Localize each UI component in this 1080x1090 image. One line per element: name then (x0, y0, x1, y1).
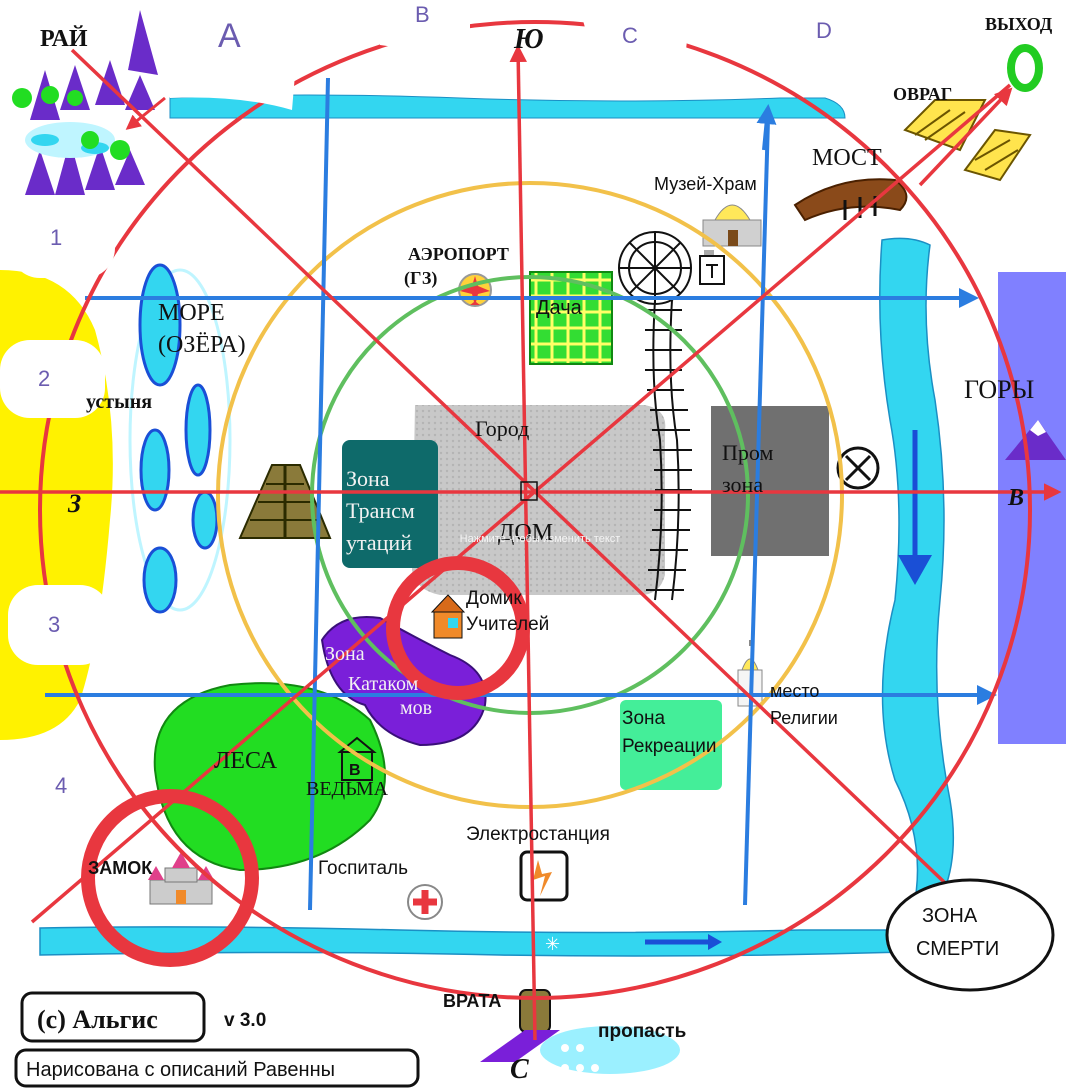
credits-author: (c) Альгис (37, 1005, 158, 1034)
ravine (903, 99, 1032, 182)
label-religion-1: место (770, 681, 819, 701)
label-religion-2: Религии (770, 708, 838, 728)
label-catacombs-3: мов (400, 697, 432, 719)
label-desert: устыня (86, 391, 152, 413)
paradise-arrow (125, 96, 166, 130)
row-label-patch-3 (8, 585, 110, 665)
river-bottom (39, 926, 906, 957)
lakes (138, 263, 219, 614)
power-station-icon (519, 850, 569, 902)
label-catacombs-2: Катаком (348, 673, 419, 695)
label-transmutation-2: Трансм (346, 498, 415, 523)
recreation-zone (620, 700, 722, 790)
label-airport-code: (ГЗ) (404, 268, 437, 289)
compass-axes (0, 44, 1062, 1041)
witch-badge: В (349, 762, 361, 779)
column-label-a: A (218, 17, 241, 55)
grid-lines (45, 77, 997, 911)
label-forest: ЛЕСА (214, 748, 278, 774)
row-label-1: 1 (50, 225, 62, 250)
compass-south: С (510, 1054, 529, 1085)
label-power-station: Электростанция (466, 824, 610, 845)
credits-author-box (20, 991, 206, 1043)
home-marker (520, 481, 538, 501)
city-area (412, 405, 666, 595)
column-label-b: B (415, 2, 430, 27)
label-gates: ВРАТА (443, 991, 501, 1011)
label-death-zone-1: ЗОНА (922, 905, 978, 927)
top-label-patch-c (580, 10, 690, 60)
label-transmutation-1: Зона (346, 466, 390, 491)
label-industrial-2: зона (722, 472, 763, 497)
compass-north: Ю (513, 24, 544, 55)
row-label-3: 3 (48, 612, 60, 637)
museum-temple-icon (702, 204, 762, 255)
label-abyss: пропасть (598, 1021, 686, 1042)
row-label-4: 4 (55, 773, 67, 798)
hospital-icon (407, 884, 443, 920)
label-witch: ВЕДЬМА (306, 778, 389, 800)
label-exit: ВЫХОД (985, 14, 1053, 34)
label-ravine: ОВРАГ (893, 84, 952, 104)
label-museum: Музей-Храм (654, 174, 757, 194)
label-recreation-2: Рекреации (622, 736, 717, 757)
highlight-teacher-house (386, 556, 530, 700)
column-label-d: D (816, 18, 832, 43)
sign-icon (699, 255, 725, 285)
compass-west: З (67, 489, 81, 518)
credits-note-box (14, 1048, 420, 1088)
label-home: ДОМ (498, 520, 553, 546)
label-sea-sub: (ОЗЁРА) (158, 332, 246, 358)
credits-version: v 3.0 (224, 1010, 266, 1031)
label-mountains: ГОРЫ (964, 375, 1034, 404)
label-teacher-house-2: Учителей (466, 614, 549, 635)
catacombs-area (320, 616, 487, 747)
label-recreation-1: Зона (622, 708, 666, 729)
column-label-c: C (622, 23, 638, 48)
bridge (793, 178, 908, 222)
compass-east: В (1007, 485, 1024, 511)
label-hospital: Госпиталь (318, 858, 408, 879)
crossed-circle-icon (836, 446, 880, 490)
paradise (12, 10, 158, 195)
label-dacha: Дача (536, 297, 583, 319)
row-label-2: 2 (38, 366, 50, 391)
label-bridge: МОСТ (812, 145, 882, 171)
label-transmutation-3: утаций (346, 530, 412, 555)
svg-text:✳: ✳ (545, 934, 560, 954)
mountain-icon (1005, 420, 1066, 460)
row-label-patch-1 (10, 198, 115, 278)
label-castle: ЗАМОК (88, 858, 153, 878)
label-paradise: РАЙ (40, 26, 88, 52)
sea-outline (128, 268, 232, 612)
mountains-strip (998, 272, 1066, 744)
label-airport: АЭРОПОРТ (408, 244, 509, 264)
death-zone (885, 878, 1055, 992)
label-city: Город (475, 416, 529, 441)
transmutation-zone (342, 440, 438, 568)
pyramid-icon (238, 464, 332, 539)
label-industrial-1: Пром (722, 440, 773, 465)
airport-icon (458, 273, 492, 307)
top-label-patch-b (380, 0, 470, 48)
label-death-zone-2: СМЕРТИ (916, 938, 999, 960)
highlight-castle (81, 789, 259, 967)
exit-portal-icon (1007, 44, 1043, 92)
label-teacher-house-1: Домик (466, 588, 522, 609)
row-label-patch-2 (0, 340, 105, 418)
industrial-zone (711, 406, 829, 556)
teacher-house-icon (430, 594, 466, 639)
railway (618, 231, 692, 601)
credits-note: Нарисована с описаний Равенны (26, 1059, 335, 1081)
label-catacombs-1: Зона (325, 643, 365, 665)
exit-arrow (918, 87, 1013, 187)
abyss-icon (540, 1026, 680, 1074)
top-label-patch-a (165, 15, 300, 110)
overlay-edit-hint[interactable]: Нажмите чтобы изменить текст (460, 533, 621, 545)
label-sea: МОРЕ (158, 300, 225, 326)
